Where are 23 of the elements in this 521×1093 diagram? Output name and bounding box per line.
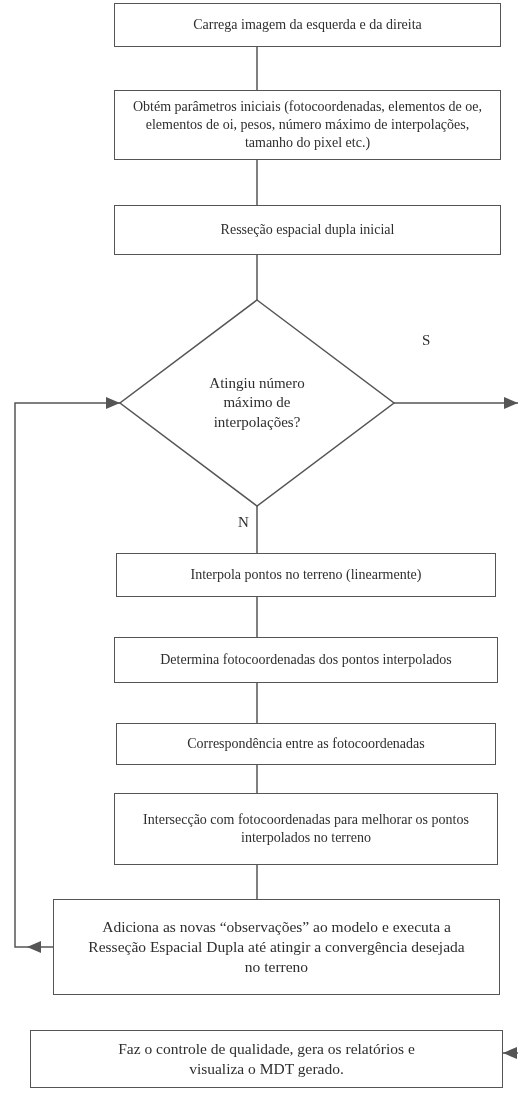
process-box bbox=[114, 637, 498, 683]
node-text: Correspondência entre as fotocoordenadas bbox=[187, 734, 425, 753]
node-text: Intersecção com fotocoordenadas para melhorar os pontos interpolados no terreno bbox=[142, 810, 470, 847]
process-box bbox=[116, 553, 496, 597]
node-text: Carrega imagem da esquerda e da direita bbox=[193, 15, 422, 34]
decision-diamond bbox=[120, 300, 394, 506]
process-box bbox=[114, 3, 501, 47]
node-text: Adiciona as novas “observações” ao modelo e executa a Resseção Espacial Dupla até atingir a convergência desejada no terreno bbox=[87, 916, 466, 978]
node-text: Atingiu número máximo de interpolações? bbox=[209, 373, 305, 432]
process-box bbox=[114, 90, 501, 160]
arrow bbox=[14, 397, 121, 953]
node-text: Faz o controle de qualidade, gera os relatórios e visualiza o MDT gerado. bbox=[117, 1038, 416, 1079]
arrow bbox=[393, 397, 519, 409]
node-text: Obtém parâmetros iniciais (fotocoordenadas, elementos de oe, elementos de oi, pesos, número máximo de interpolações, tamanho do pixel etc.) bbox=[131, 97, 484, 153]
node-text: Determina fotocoordenadas dos pontos interpolados bbox=[160, 650, 452, 669]
process-box bbox=[114, 205, 501, 255]
process-box bbox=[30, 1030, 503, 1088]
node-text: Interpola pontos no terreno (linearmente) bbox=[190, 565, 422, 584]
process-box bbox=[114, 793, 498, 865]
arrow bbox=[502, 1047, 519, 1059]
process-box bbox=[116, 723, 496, 765]
node-text: Resseção espacial dupla inicial bbox=[220, 220, 395, 239]
process-box bbox=[53, 899, 500, 995]
